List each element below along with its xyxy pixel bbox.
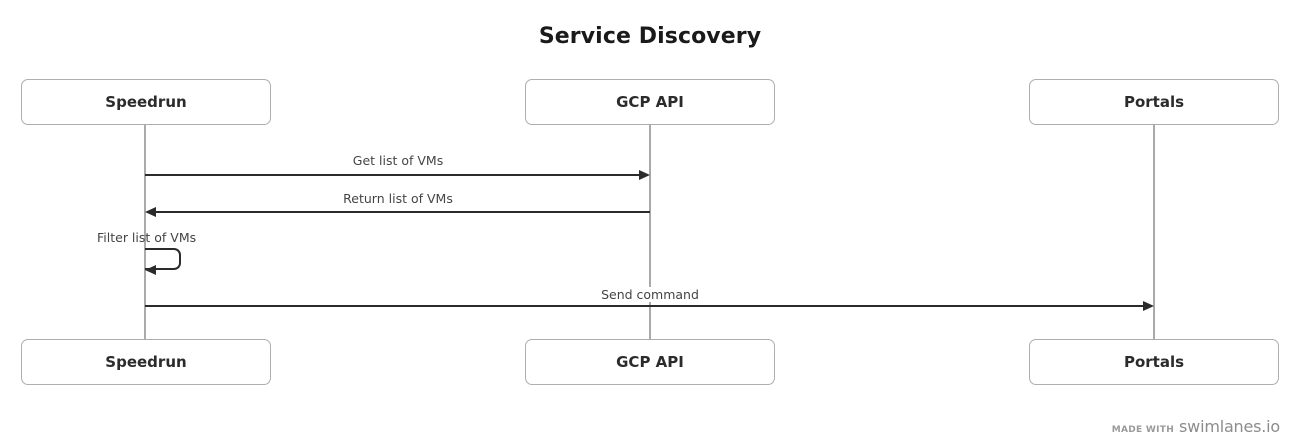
lifeline-gcp-api xyxy=(649,125,651,339)
participant-label: Speedrun xyxy=(105,353,187,371)
watermark[interactable]: MADE WITH swimlanes.io xyxy=(1112,417,1280,436)
participant-label: GCP API xyxy=(616,353,684,371)
participant-gcp-api-top[interactable]: GCP API xyxy=(525,79,775,125)
message-label-get-list-of-vms: Get list of VMs xyxy=(352,153,444,168)
message-label-filter-list-of-vms: Filter list of VMs xyxy=(97,230,197,245)
message-label-send-command: Send command xyxy=(595,287,705,302)
watermark-prefix: MADE WITH xyxy=(1111,425,1175,435)
participant-speedrun-bottom[interactable]: Speedrun xyxy=(21,339,271,385)
participant-portals-top[interactable]: Portals xyxy=(1029,79,1279,125)
participant-label: GCP API xyxy=(616,93,684,111)
arrowhead-right-icon xyxy=(639,169,650,180)
participant-speedrun-top[interactable]: Speedrun xyxy=(21,79,271,125)
participant-portals-bottom[interactable]: Portals xyxy=(1029,339,1279,385)
page-title: Service Discovery xyxy=(538,24,762,49)
message-line-get-list-of-vms xyxy=(145,174,639,176)
arrowhead-right-icon xyxy=(1143,300,1154,311)
participant-label: Portals xyxy=(1123,353,1185,371)
message-self-loop-filter-list-of-vms xyxy=(145,248,181,270)
participant-label: Portals xyxy=(1123,93,1185,111)
lifeline-speedrun xyxy=(144,125,146,339)
message-label-return-list-of-vms: Return list of VMs xyxy=(343,191,453,206)
arrowhead-left-icon xyxy=(145,206,156,217)
message-line-return-list-of-vms xyxy=(156,211,650,213)
message-line-send-command xyxy=(145,305,1143,307)
arrowhead-left-icon xyxy=(145,264,156,275)
participant-gcp-api-bottom[interactable]: GCP API xyxy=(525,339,775,385)
participant-label: Speedrun xyxy=(105,93,187,111)
lifeline-portals xyxy=(1153,125,1155,339)
watermark-brand: swimlanes.io xyxy=(1179,417,1280,436)
